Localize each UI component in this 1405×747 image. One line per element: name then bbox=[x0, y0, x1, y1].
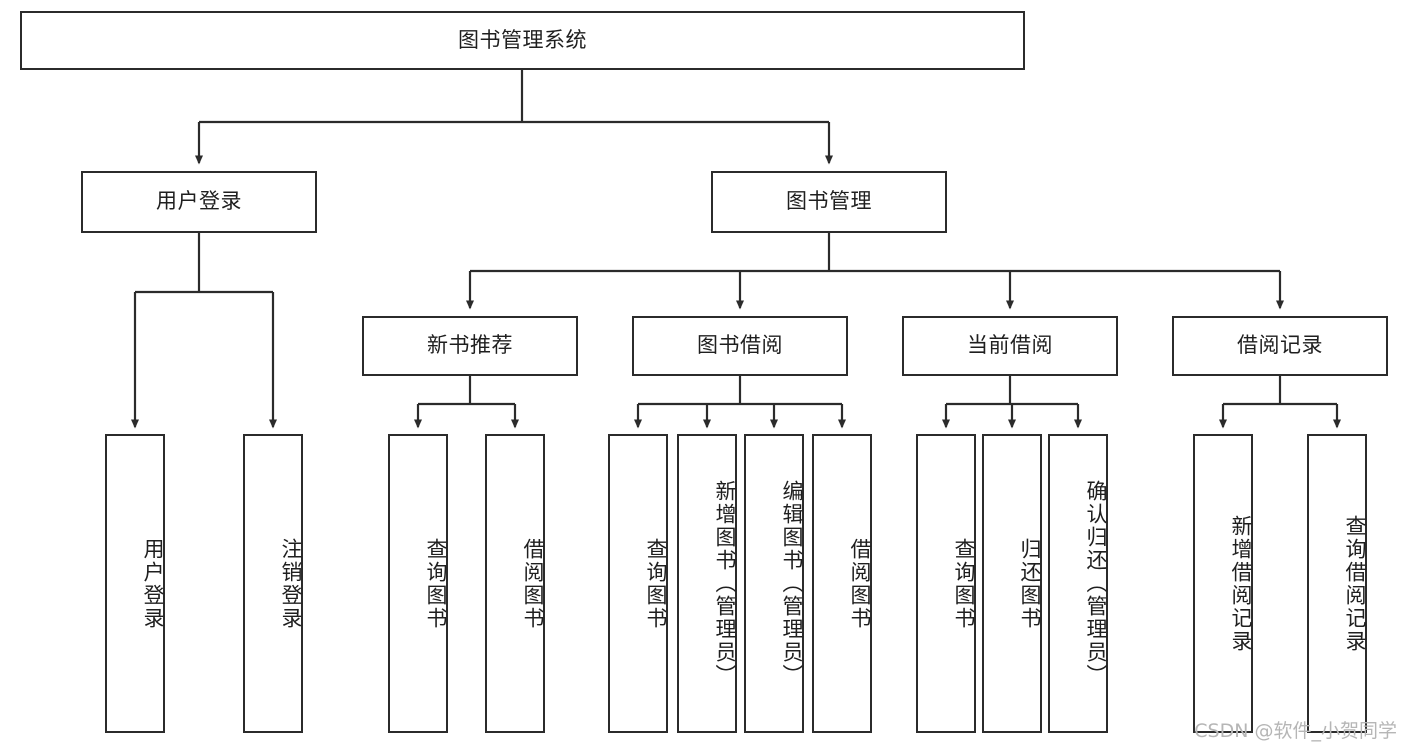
node-leaf-add-book[interactable]: 新增图书（管理员） bbox=[677, 434, 737, 733]
node-root-label: 图书管理系统 bbox=[458, 28, 587, 52]
node-leaf-borrow-book-1[interactable]: 借阅图书 bbox=[485, 434, 545, 733]
node-leaf-borrow-book-1-label: 借阅图书 bbox=[521, 537, 544, 630]
watermark: CSDN @软件_小贺同学 bbox=[1194, 720, 1397, 742]
node-book-borrow[interactable]: 图书借阅 bbox=[632, 316, 848, 376]
node-leaf-query-record[interactable]: 查询借阅记录 bbox=[1307, 434, 1367, 733]
node-new-book-rec-label: 新书推荐 bbox=[427, 334, 513, 358]
node-leaf-return-book[interactable]: 归还图书 bbox=[982, 434, 1042, 733]
node-leaf-logout-label: 注销登录 bbox=[279, 537, 302, 630]
node-leaf-borrow-book-2[interactable]: 借阅图书 bbox=[812, 434, 872, 733]
node-leaf-confirm-return[interactable]: 确认归还（管理员） bbox=[1048, 434, 1108, 733]
node-borrow-record-label: 借阅记录 bbox=[1237, 334, 1323, 358]
node-leaf-borrow-book-2-label: 借阅图书 bbox=[848, 537, 871, 630]
node-book-manage-label: 图书管理 bbox=[786, 190, 872, 214]
node-leaf-logout[interactable]: 注销登录 bbox=[243, 434, 303, 733]
node-leaf-query-book-3-label: 查询图书 bbox=[952, 537, 975, 630]
node-leaf-add-book-label: 新增图书（管理员） bbox=[713, 480, 736, 687]
node-leaf-query-book-1-label: 查询图书 bbox=[424, 537, 447, 630]
node-leaf-query-record-label: 查询借阅记录 bbox=[1343, 514, 1366, 653]
node-leaf-confirm-return-label: 确认归还（管理员） bbox=[1084, 480, 1107, 687]
node-leaf-user-login[interactable]: 用户登录 bbox=[105, 434, 165, 733]
node-leaf-add-record-label: 新增借阅记录 bbox=[1229, 514, 1252, 653]
node-root[interactable]: 图书管理系统 bbox=[20, 11, 1025, 70]
node-user-login-label: 用户登录 bbox=[156, 190, 242, 214]
node-user-login[interactable]: 用户登录 bbox=[81, 171, 317, 233]
node-borrow-record[interactable]: 借阅记录 bbox=[1172, 316, 1388, 376]
node-leaf-user-login-label: 用户登录 bbox=[141, 537, 164, 630]
node-current-borrow[interactable]: 当前借阅 bbox=[902, 316, 1118, 376]
node-leaf-query-book-2[interactable]: 查询图书 bbox=[608, 434, 668, 733]
node-leaf-return-book-label: 归还图书 bbox=[1018, 537, 1041, 630]
node-leaf-query-book-3[interactable]: 查询图书 bbox=[916, 434, 976, 733]
node-leaf-query-book-2-label: 查询图书 bbox=[644, 537, 667, 630]
node-leaf-edit-book[interactable]: 编辑图书（管理员） bbox=[744, 434, 804, 733]
node-book-borrow-label: 图书借阅 bbox=[697, 334, 783, 358]
node-current-borrow-label: 当前借阅 bbox=[967, 334, 1053, 358]
node-book-manage[interactable]: 图书管理 bbox=[711, 171, 947, 233]
node-new-book-rec[interactable]: 新书推荐 bbox=[362, 316, 578, 376]
node-leaf-query-book-1[interactable]: 查询图书 bbox=[388, 434, 448, 733]
node-leaf-add-record[interactable]: 新增借阅记录 bbox=[1193, 434, 1253, 733]
node-leaf-edit-book-label: 编辑图书（管理员） bbox=[780, 480, 803, 687]
